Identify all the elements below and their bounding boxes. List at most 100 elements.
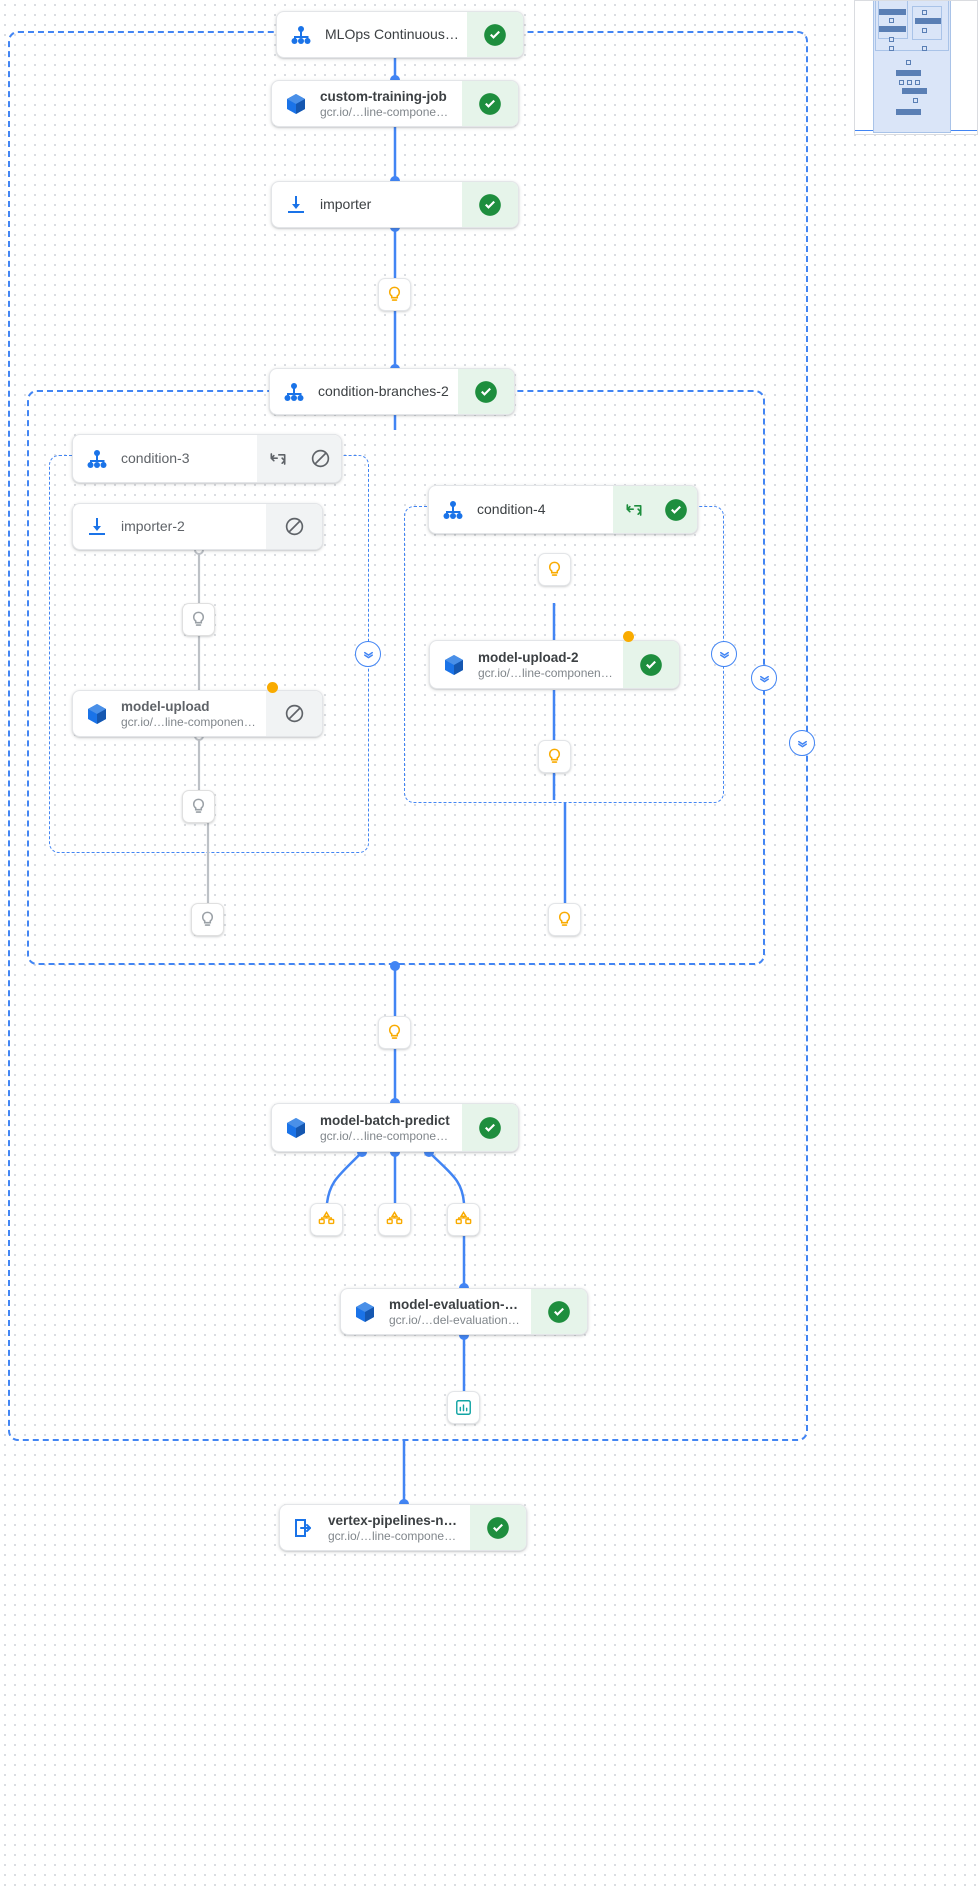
dag-root-icon	[277, 12, 325, 57]
cube-icon	[430, 641, 478, 688]
artifact-chip-evaluation-metrics[interactable]	[447, 1391, 480, 1424]
output-port-dot-model-upload	[267, 682, 278, 693]
artifact-chip-model-upload-out[interactable]	[182, 790, 215, 823]
artifact-chip-condition-3-out[interactable]	[191, 903, 224, 936]
exit-arrow-icon	[280, 1505, 328, 1550]
node-subtitle: gcr.io/…del-evaluation:v0.9.3	[389, 1312, 523, 1327]
check-circle-icon	[475, 380, 497, 403]
dag-root-icon	[73, 435, 121, 482]
minimap-node	[907, 80, 912, 85]
dag-root-icon	[270, 369, 318, 414]
lightbulb-icon	[201, 911, 214, 926]
node-text: model-upload-2 gcr.io/…line-components:2…	[478, 641, 623, 688]
cube-icon	[272, 1104, 320, 1151]
node-title: model-evaluation-regres…	[389, 1296, 523, 1312]
check-circle-icon	[665, 498, 687, 521]
collapse-button-condition-3[interactable]	[355, 641, 381, 667]
node-subtitle: gcr.io/…line-components:2.6.0	[320, 104, 454, 119]
artifact-chip-condition-4-in[interactable]	[538, 553, 571, 586]
minimap-node	[879, 26, 906, 32]
node-importer-2[interactable]: importer-2	[72, 503, 323, 550]
artifact-chip-batch-predict-out-3[interactable]	[447, 1203, 480, 1236]
status-group	[613, 486, 697, 533]
metrics-chart-icon	[456, 1400, 471, 1415]
node-condition-branches-2[interactable]: condition-branches-2	[269, 368, 515, 415]
node-vertex-pipelines-notification[interactable]: vertex-pipelines-notificat… gcr.io/…line…	[279, 1504, 527, 1551]
node-mlops-continuous-training[interactable]: MLOps Continuous Traini…	[276, 11, 524, 58]
artifact-chip-batch-predict-out-2[interactable]	[378, 1203, 411, 1236]
no-entry-icon	[285, 517, 303, 536]
node-text: model-upload gcr.io/…line-components:2.6…	[121, 691, 266, 736]
node-model-upload[interactable]: model-upload gcr.io/…line-components:2.6…	[72, 690, 323, 737]
lightbulb-icon	[192, 611, 205, 626]
artifact-chip-batch-predict-out-1[interactable]	[310, 1203, 343, 1236]
minimap-node	[902, 88, 927, 94]
minimap-node	[906, 60, 911, 65]
artifact-chip-branches-out[interactable]	[378, 1016, 411, 1049]
check-circle-icon	[479, 92, 501, 115]
node-custom-training-job[interactable]: custom-training-job gcr.io/…line-compone…	[271, 80, 519, 127]
node-text: model-evaluation-regres… gcr.io/…del-eva…	[389, 1289, 531, 1334]
lightbulb-icon	[192, 798, 205, 813]
lightbulb-icon	[558, 911, 571, 926]
expand-branch-icon[interactable]	[257, 435, 299, 482]
check-circle-icon	[479, 1116, 501, 1139]
artifact-chip-after-importer[interactable]	[378, 278, 411, 311]
minimap-node	[922, 46, 927, 51]
collapse-button-branches-inner[interactable]	[751, 665, 777, 691]
status-badge	[266, 504, 322, 549]
expand-branch-icon[interactable]	[613, 486, 655, 533]
check-circle-icon	[487, 1516, 509, 1539]
node-title: importer-2	[121, 518, 185, 534]
status-badge	[462, 1104, 518, 1151]
check-circle-icon	[484, 23, 506, 46]
dataset-icon	[455, 1210, 472, 1225]
status-badge	[462, 182, 518, 227]
status-badge	[266, 691, 322, 736]
node-text: condition-4	[477, 486, 613, 533]
minimap-node	[899, 80, 904, 85]
minimap-node	[879, 9, 906, 15]
chevrons-collapse-icon	[719, 651, 729, 658]
dag-minimap[interactable]	[854, 0, 978, 135]
minimap-node	[915, 80, 920, 85]
artifact-chip-model-upload-2-out[interactable]	[538, 740, 571, 773]
node-title: model-batch-predict	[320, 1112, 450, 1128]
node-text: vertex-pipelines-notificat… gcr.io/…line…	[328, 1505, 470, 1550]
node-title: MLOps Continuous Traini…	[325, 26, 459, 42]
artifact-chip-condition-4-branch-out[interactable]	[548, 903, 581, 936]
node-condition-4[interactable]: condition-4	[428, 485, 698, 534]
node-title: custom-training-job	[320, 88, 447, 104]
collapse-button-condition-4[interactable]	[711, 641, 737, 667]
node-title: condition-4	[477, 501, 546, 517]
cube-icon	[272, 81, 320, 126]
status-badge	[531, 1289, 587, 1334]
node-model-evaluation-regression[interactable]: model-evaluation-regres… gcr.io/…del-eva…	[340, 1288, 588, 1335]
lightbulb-icon	[548, 748, 561, 763]
node-model-upload-2[interactable]: model-upload-2 gcr.io/…line-components:2…	[429, 640, 680, 689]
artifact-chip-importer-2-out[interactable]	[182, 603, 215, 636]
node-text: importer	[320, 182, 462, 227]
chevrons-collapse-icon	[759, 675, 769, 682]
check-circle-icon	[548, 1300, 570, 1323]
node-importer[interactable]: importer	[271, 181, 519, 228]
minimap-node	[915, 18, 941, 24]
node-model-batch-predict[interactable]: model-batch-predict gcr.io/…line-compone…	[271, 1103, 519, 1152]
status-badge	[623, 641, 679, 688]
node-text: model-batch-predict gcr.io/…line-compone…	[320, 1104, 462, 1151]
output-port-dot-model-upload-2	[623, 631, 634, 642]
node-subtitle: gcr.io/…line-components:2.6.0	[478, 665, 615, 680]
minimap-node	[889, 18, 894, 23]
minimap-node	[922, 28, 927, 33]
status-badge	[467, 12, 523, 57]
lightbulb-icon	[548, 561, 561, 576]
no-entry-icon	[311, 449, 329, 468]
check-circle-icon	[640, 653, 662, 676]
collapse-button-branches-outer[interactable]	[789, 730, 815, 756]
minimap-node	[896, 70, 921, 76]
node-title: model-upload-2	[478, 649, 579, 665]
dag-root-icon	[429, 486, 477, 533]
minimap-node	[913, 98, 918, 103]
node-condition-3[interactable]: condition-3	[72, 434, 342, 483]
